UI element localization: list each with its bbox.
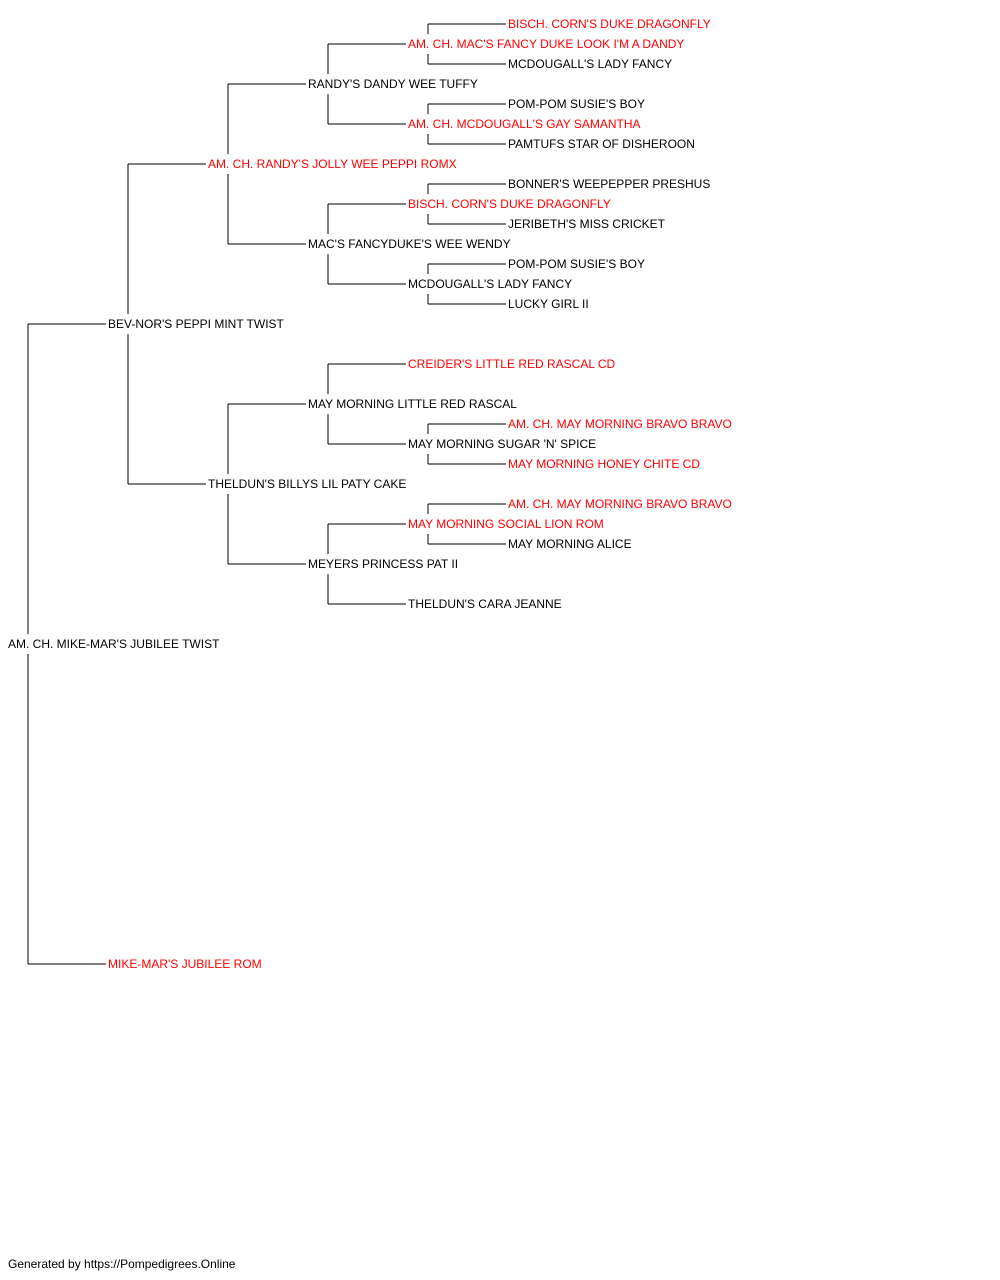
ancestor-name: MAC'S FANCYDUKE'S WEE WENDY	[308, 237, 511, 251]
ancestor-name: MAY MORNING SOCIAL LION ROM	[408, 517, 604, 531]
subject-name: AM. CH. MIKE-MAR'S JUBILEE TWIST	[8, 637, 220, 651]
ancestor-name: BONNER'S WEEPEPPER PRESHUS	[508, 177, 711, 191]
ancestor-name: MCDOUGALL'S LADY FANCY	[508, 57, 673, 71]
ancestor-name: MIKE-MAR'S JUBILEE ROM	[108, 957, 262, 971]
ancestor-name: MAY MORNING ALICE	[508, 537, 632, 551]
ancestor-name: AM. CH. MAY MORNING BRAVO BRAVO	[508, 497, 732, 511]
ancestor-name: MAY MORNING HONEY CHITE CD	[508, 457, 701, 471]
ancestor-name: AM. CH. RANDY'S JOLLY WEE PEPPI ROMX	[208, 157, 457, 171]
ancestor-name: MEYERS PRINCESS PAT II	[308, 557, 459, 571]
ancestor-name: BISCH. CORN'S DUKE DRAGONFLY	[508, 17, 711, 31]
ancestor-name: THELDUN'S BILLYS LIL PATY CAKE	[208, 477, 407, 491]
ancestor-name: PAMTUFS STAR OF DISHEROON	[508, 137, 695, 151]
ancestor-name: MAY MORNING SUGAR 'N' SPICE	[408, 437, 597, 451]
ancestor-name: THELDUN'S CARA JEANNE	[408, 597, 562, 611]
ancestor-name: BISCH. CORN'S DUKE DRAGONFLY	[408, 197, 611, 211]
ancestor-name: POM-POM SUSIE'S BOY	[508, 97, 645, 111]
ancestor-name: MCDOUGALL'S LADY FANCY	[408, 277, 573, 291]
ancestor-name: JERIBETH'S MISS CRICKET	[508, 217, 665, 231]
ancestor-name: POM-POM SUSIE'S BOY	[508, 257, 645, 271]
ancestor-name: AM. CH. MCDOUGALL'S GAY SAMANTHA	[408, 117, 641, 131]
ancestor-name: LUCKY GIRL II	[508, 297, 589, 311]
footer-credit: Generated by https://Pompedigrees.Online	[8, 1257, 236, 1271]
ancestor-name: AM. CH. MAC'S FANCY DUKE LOOK I'M A DAND…	[408, 37, 685, 51]
ancestor-name: MAY MORNING LITTLE RED RASCAL	[308, 397, 517, 411]
ancestor-name: BEV-NOR'S PEPPI MINT TWIST	[108, 317, 284, 331]
ancestor-name: RANDY'S DANDY WEE TUFFY	[308, 77, 478, 91]
ancestor-name: AM. CH. MAY MORNING BRAVO BRAVO	[508, 417, 732, 431]
ancestor-name: CREIDER'S LITTLE RED RASCAL CD	[408, 357, 616, 371]
